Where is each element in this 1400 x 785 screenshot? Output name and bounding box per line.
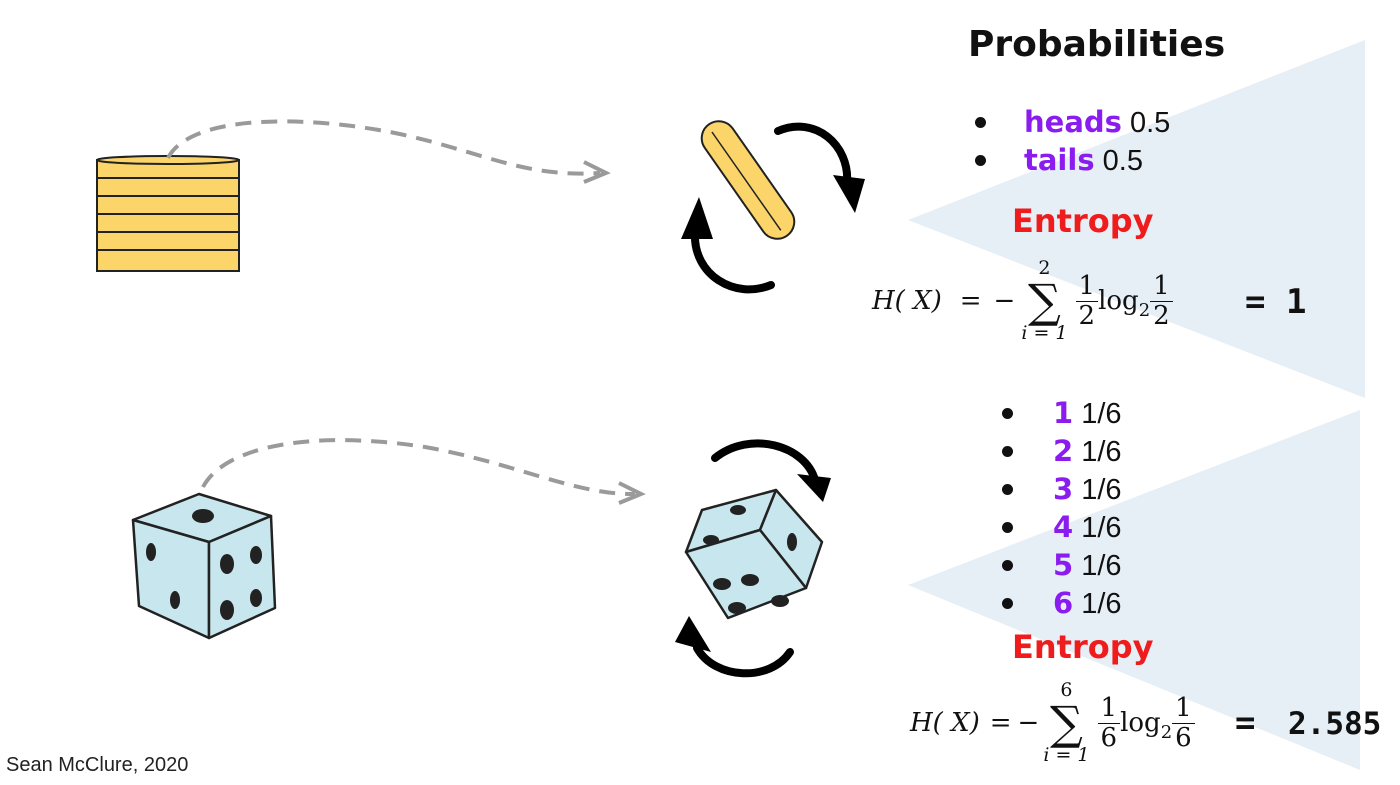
die-entropy-label: Entropy — [1012, 628, 1154, 666]
list-item: heads 0.5 — [975, 103, 1170, 141]
tumbling-die-icon — [684, 488, 824, 620]
outcome-label: tails — [1024, 143, 1095, 177]
rotation-arrows-icon — [675, 439, 831, 678]
list-item: tails 0.5 — [975, 141, 1170, 179]
probability-value: 0.5 — [1102, 145, 1143, 177]
outcome-label: heads — [1024, 105, 1122, 139]
formula-minus: − — [1017, 708, 1040, 738]
probability-value: 1/6 — [1081, 436, 1122, 468]
probability-value: 1/6 — [1081, 512, 1122, 544]
list-item: 3 1/6 — [1002, 470, 1122, 508]
list-item: 2 1/6 — [1002, 432, 1122, 470]
probability-value: 0.5 — [1129, 107, 1171, 139]
fraction: 1 2 — [1150, 272, 1173, 330]
coin-probabilities: heads 0.5 tails 0.5 — [975, 103, 1170, 179]
probability-value: 1/6 — [1081, 398, 1122, 430]
outcome-label: 6 — [1053, 586, 1074, 620]
list-item: 5 1/6 — [1002, 546, 1122, 584]
fraction: 1 6 — [1097, 694, 1121, 752]
probability-value: 1/6 — [1081, 550, 1122, 582]
summation: 6 ∑ i = 1 — [1043, 679, 1090, 766]
formula-minus: − — [993, 286, 1016, 316]
coin-entropy-result: = 1 — [1245, 282, 1307, 322]
dashed-arrow-icon — [201, 438, 646, 505]
outcome-label: 2 — [1053, 434, 1074, 468]
log-symbol: log — [1098, 286, 1139, 316]
log-symbol: log — [1120, 708, 1161, 738]
fraction: 1 6 — [1172, 694, 1195, 752]
coin-cone — [908, 40, 1365, 398]
formula-equals: = — [989, 708, 1012, 738]
page-title: Probabilities — [968, 24, 1226, 65]
die-icon — [131, 492, 277, 640]
list-item: 1 1/6 — [1002, 394, 1122, 432]
list-item: 6 1/6 — [1002, 584, 1122, 622]
flipping-coin-icon — [700, 120, 796, 240]
fraction: 1 2 — [1075, 272, 1099, 330]
author-credit: Sean McClure, 2020 — [6, 754, 189, 776]
summation: 2 ∑ i = 1 — [1021, 257, 1068, 344]
coin-entropy-label: Entropy — [1012, 202, 1154, 240]
coin-stack-icon — [96, 155, 240, 272]
rotation-arrows-icon — [681, 122, 865, 294]
formula-equals: = — [959, 286, 982, 316]
outcome-label: 4 — [1053, 510, 1074, 544]
dashed-arrow-icon — [166, 119, 611, 184]
list-item: 4 1/6 — [1002, 508, 1122, 546]
outcome-label: 5 — [1053, 548, 1074, 582]
formula-lhs: H( X) — [872, 286, 942, 316]
die-cone — [908, 410, 1360, 770]
probability-value: 1/6 — [1081, 474, 1122, 506]
die-result-equals: = — [1235, 703, 1256, 743]
probability-value: 1/6 — [1081, 588, 1122, 620]
formula-lhs: H( X) — [910, 708, 980, 738]
die-entropy-result: 2.585 — [1288, 706, 1382, 742]
outcome-label: 3 — [1053, 472, 1074, 506]
die-probabilities: 1 1/6 2 1/6 3 1/6 4 1/6 5 1/6 6 1/6 — [1002, 394, 1122, 622]
outcome-label: 1 — [1053, 396, 1074, 430]
